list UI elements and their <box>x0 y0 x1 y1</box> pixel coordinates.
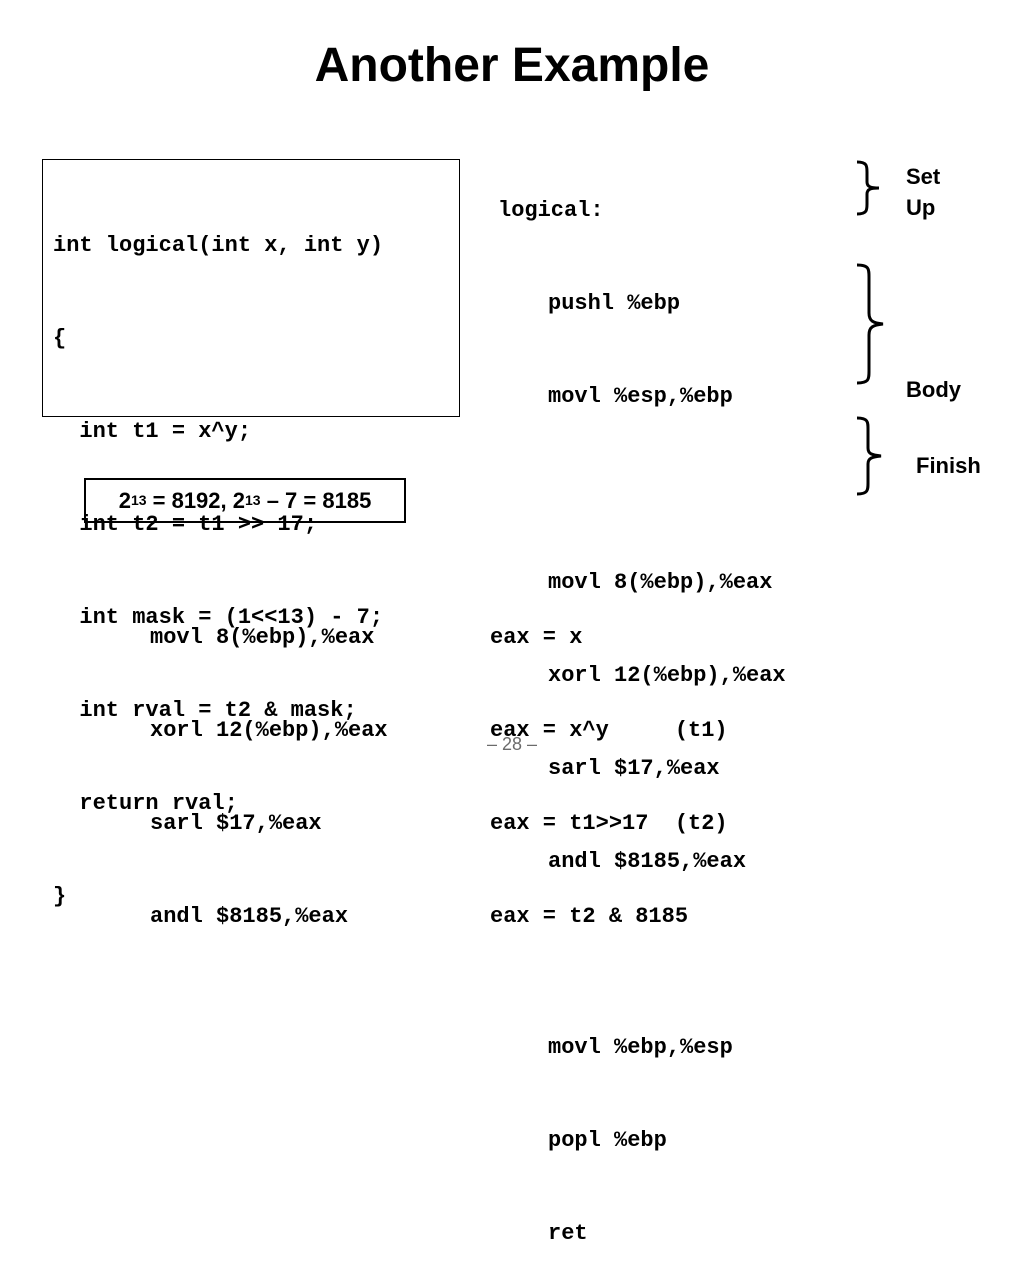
asm-blank-line <box>498 474 786 505</box>
page-number: – 28 – <box>486 734 538 754</box>
asm-setup-line: pushl %ebp <box>548 291 681 316</box>
setup-label-line: Up <box>906 195 936 220</box>
body-brace <box>856 263 884 385</box>
setup-label: Set Up <box>906 161 940 223</box>
c-source-code: int logical(int x, int y) { int t1 = x^y… <box>53 168 383 974</box>
annotated-instruction: xorl 12(%ebp),%eax <box>150 718 388 743</box>
c-code-line: int mask = (1<<13) - 7; <box>53 605 384 630</box>
c-code-line: { <box>53 326 67 351</box>
annotated-effect: eax = t1>>17 (t2) <box>490 811 728 836</box>
asm-finish-line: movl %ebp,%esp <box>548 1035 733 1060</box>
asm-body-line: xorl 12(%ebp),%eax <box>548 663 786 688</box>
annotated-row: xorl 12(%ebp),%eax eax = x^y (t1) <box>150 715 790 746</box>
annotated-effect: eax = x <box>490 625 583 650</box>
formula-text: = 8192, <box>146 487 233 513</box>
asm-finish-line: ret <box>548 1221 588 1246</box>
setup-brace <box>856 160 880 216</box>
c-code-line: int t2 = t1 >> 17; <box>53 512 318 537</box>
annotated-row: andl $8185,%eax eax = t2 & 8185 <box>150 901 790 932</box>
annotated-effect: eax = t2 & 8185 <box>490 904 689 929</box>
asm-label: logical: <box>498 198 604 223</box>
c-code-line: int rval = t2 & mask; <box>53 698 357 723</box>
formula-base: 2 <box>232 487 246 513</box>
c-code-line: int logical(int x, int y) <box>53 233 384 258</box>
finish-label: Finish <box>916 453 981 478</box>
annotated-body-table: movl 8(%ebp),%eax eax = x xorl 12(%ebp),… <box>150 560 790 963</box>
slide-title: Another Example <box>314 39 710 92</box>
c-code-line: int t1 = x^y; <box>53 419 252 444</box>
annotated-instruction: movl 8(%ebp),%eax <box>150 625 375 650</box>
asm-body-line: movl 8(%ebp),%eax <box>548 570 773 595</box>
formula-base: 2 <box>118 487 131 513</box>
setup-label-line: Set <box>906 164 941 189</box>
annotated-row: sarl $17,%eax eax = t1>>17 (t2) <box>150 808 790 839</box>
annotated-instruction: andl $8185,%eax <box>150 904 349 929</box>
finish-brace <box>856 416 882 496</box>
asm-finish-line: popl %ebp <box>548 1128 667 1153</box>
annotated-effect: eax = x^y (t1) <box>490 718 728 743</box>
c-source-box: int logical(int x, int y) { int t1 = x^y… <box>42 159 460 909</box>
formula-text: – 7 = 8185 <box>260 487 372 513</box>
body-label: Body <box>906 377 961 402</box>
asm-setup-line: movl %esp,%ebp <box>548 384 733 409</box>
annotated-instruction: sarl $17,%eax <box>150 811 322 836</box>
annotated-row: movl 8(%ebp),%eax eax = x <box>150 622 790 653</box>
